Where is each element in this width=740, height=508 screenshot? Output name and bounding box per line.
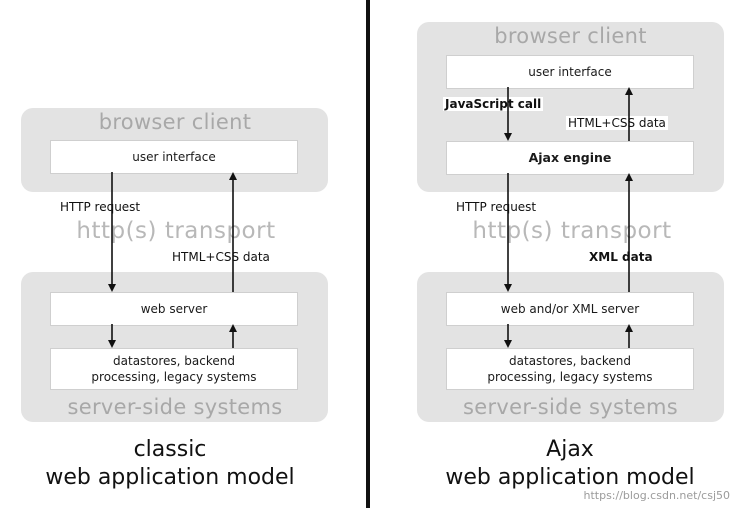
- ajax-xml-data-label: XML data: [587, 250, 655, 264]
- ajax-caption: Ajax web application model: [400, 436, 740, 492]
- watermark: https://blog.csdn.net/csj50: [583, 489, 731, 502]
- ajax-server-box: web and/or XML server: [446, 292, 694, 326]
- ajax-server-label: server-side systems: [463, 395, 678, 419]
- classic-caption-subtitle: web application model: [45, 465, 295, 490]
- classic-datastore-line2: processing, legacy systems: [91, 370, 257, 384]
- classic-server-label: server-side systems: [67, 395, 283, 419]
- ajax-transport-label: http(s) transport: [472, 218, 672, 244]
- classic-webserver-box: web server: [50, 292, 298, 326]
- classic-http-request-label: HTTP request: [58, 200, 143, 214]
- panel-divider: [366, 0, 370, 508]
- ajax-diagram: browser client user interface Ajax engin…: [370, 0, 740, 508]
- classic-html-css-label: HTML+CSS data: [170, 250, 272, 264]
- ajax-datastore-line1: datastores, backend: [509, 354, 631, 368]
- classic-caption: classic web application model: [0, 436, 340, 492]
- classic-datastore-line1: datastores, backend: [113, 354, 235, 368]
- ajax-javascript-call-label: JavaScript call: [443, 97, 544, 111]
- ajax-html-css-label: HTML+CSS data: [566, 116, 668, 130]
- classic-ui-box: user interface: [50, 140, 298, 174]
- ajax-ui-box: user interface: [446, 55, 694, 89]
- classic-browser-label: browser client: [98, 110, 252, 134]
- classic-diagram: browser client user interface http(s) tr…: [0, 0, 366, 508]
- ajax-datastore-line2: processing, legacy systems: [487, 370, 653, 384]
- classic-datastore-box: datastores, backend processing, legacy s…: [50, 348, 298, 390]
- ajax-caption-title: Ajax: [546, 437, 594, 462]
- ajax-engine-box: Ajax engine: [446, 141, 694, 175]
- ajax-browser-label: browser client: [494, 24, 647, 48]
- ajax-caption-subtitle: web application model: [445, 465, 695, 490]
- ajax-http-request-label: HTTP request: [454, 200, 539, 214]
- ajax-datastore-box: datastores, backend processing, legacy s…: [446, 348, 694, 390]
- classic-transport-label: http(s) transport: [76, 218, 276, 244]
- classic-caption-title: classic: [133, 437, 207, 462]
